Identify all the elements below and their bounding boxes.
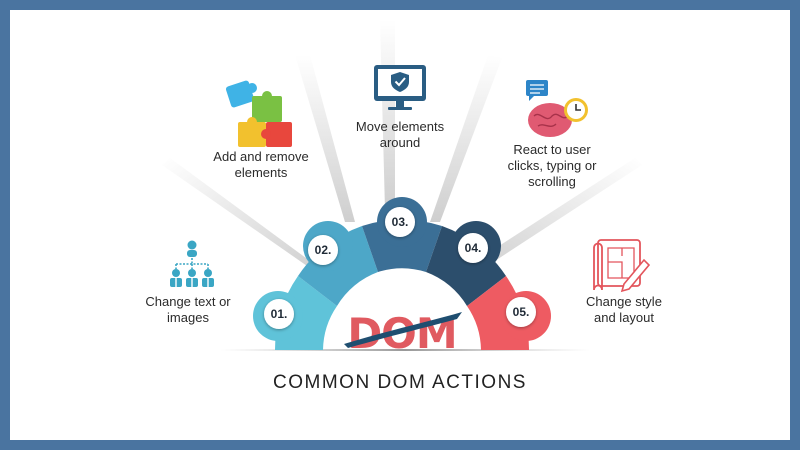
dom-logo-text: DOM bbox=[347, 309, 456, 358]
puzzle-icon bbox=[225, 80, 292, 147]
background-rays bbox=[162, 20, 642, 272]
badge-03: 03. bbox=[385, 207, 415, 237]
diagram-card: 01. 02. 03. 04. 05. DOM bbox=[10, 10, 790, 440]
step-label-04: React to user clicks, typing or scrollin… bbox=[507, 142, 597, 189]
brain-clock-icon bbox=[526, 80, 588, 137]
number-badges: 01. 02. 03. 04. 05. bbox=[264, 207, 536, 329]
step-label-02: Add and remove elements bbox=[213, 149, 309, 180]
badge-05: 05. bbox=[506, 297, 536, 327]
badge-04: 04. bbox=[458, 233, 488, 263]
step-label-01: Change text or images bbox=[145, 294, 231, 325]
monitor-shield-icon bbox=[374, 65, 426, 110]
badge-05-number: 05. bbox=[513, 305, 530, 319]
blueprint-pencil-icon bbox=[593, 239, 651, 293]
people-hierarchy-icon bbox=[170, 240, 214, 287]
dom-logo-swoosh bbox=[344, 312, 462, 348]
badge-01: 01. bbox=[264, 299, 294, 329]
badge-02-number: 02. bbox=[315, 243, 332, 257]
diagram-canvas: 01. 02. 03. 04. 05. DOM bbox=[162, 20, 651, 358]
badge-02: 02. bbox=[308, 235, 338, 265]
badge-01-number: 01. bbox=[271, 307, 288, 321]
diagram-title: COMMON DOM ACTIONS bbox=[273, 372, 527, 393]
step-label-05: Change style and layout bbox=[586, 294, 662, 325]
step-label-03: Move elements around bbox=[355, 119, 445, 150]
badge-03-number: 03. bbox=[392, 215, 409, 229]
baseline bbox=[220, 349, 590, 351]
dom-logo: DOM bbox=[344, 309, 462, 358]
badge-04-number: 04. bbox=[465, 241, 482, 255]
